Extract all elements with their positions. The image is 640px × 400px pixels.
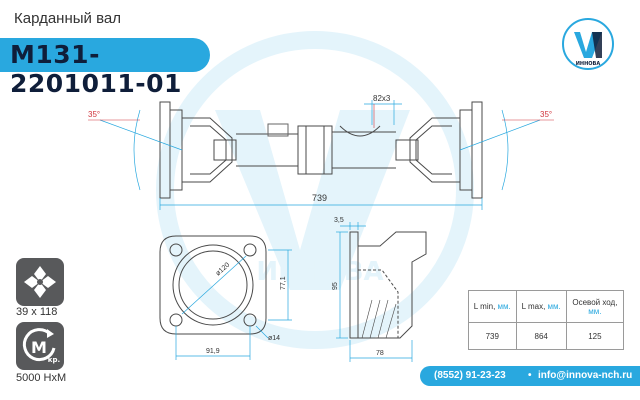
contact-separator: • bbox=[528, 370, 532, 381]
hole-spacing-label: 91,9 bbox=[206, 348, 220, 355]
flange-side-section bbox=[349, 231, 427, 339]
side-height-label: 95 bbox=[332, 282, 339, 290]
table-cell-lmin: 739 bbox=[468, 322, 517, 350]
product-name: Карданный вал bbox=[14, 10, 121, 27]
torque-icon-box: М кр. bbox=[16, 322, 64, 370]
angle-right-label: 35° bbox=[540, 110, 552, 119]
phone-number: (8552) 91-23-23 bbox=[434, 370, 506, 381]
side-width-label: 78 bbox=[376, 350, 384, 357]
spline-spec-label: 82x3 bbox=[373, 94, 391, 103]
length-spec-table: L min, мм. L max, мм. Осевой ход,мм. 739… bbox=[468, 290, 625, 350]
flange-diameter-label: ø120 bbox=[215, 262, 232, 278]
table-row: 739 864 125 bbox=[468, 322, 625, 350]
torque-icon: М кр. bbox=[22, 328, 60, 364]
flange-section-hatch bbox=[361, 299, 397, 339]
table-header-row: L min, мм. L max, мм. Осевой ход,мм. bbox=[468, 290, 625, 323]
table-cell-axial: 125 bbox=[565, 322, 625, 350]
logo-brand-text: ИННОВА bbox=[576, 61, 601, 67]
torque-icon-sub: кр. bbox=[48, 356, 60, 364]
flange-pattern-icon bbox=[24, 266, 56, 298]
watermark-brand-text: ИННОВА bbox=[256, 257, 383, 287]
watermark-logo: ИННОВА ® bbox=[156, 31, 474, 349]
flange-thickness-label: 3,5 bbox=[334, 217, 344, 224]
flange-pattern-label: 39 x 118 bbox=[16, 306, 58, 318]
overall-length-label: 739 bbox=[312, 193, 327, 203]
height-dimension-label: 77,1 bbox=[280, 276, 287, 290]
table-header-lmax: L max, мм. bbox=[515, 290, 567, 323]
side-dimensions bbox=[336, 222, 413, 362]
email-address: info@innova-nch.ru bbox=[538, 370, 633, 381]
shaft-dimensions bbox=[99, 100, 541, 210]
table-header-axial: Осевой ход,мм. bbox=[565, 290, 625, 323]
angle-left-label: 35° bbox=[88, 110, 100, 119]
hole-diameter-label: ø14 bbox=[268, 335, 280, 342]
part-number-banner: М131-2201011-01 bbox=[0, 38, 210, 98]
torque-label: 5000 НхМ bbox=[16, 372, 67, 384]
torque-icon-letter: М bbox=[31, 338, 47, 357]
watermark-registered-mark: ® bbox=[428, 91, 448, 115]
part-number: М131-2201011-01 bbox=[10, 40, 182, 98]
flange-dimensions bbox=[175, 249, 292, 360]
contact-bar: (8552) 91-23-23 • info@innova-nch.ru bbox=[420, 366, 640, 386]
flange-pattern-icon-box bbox=[16, 258, 64, 306]
innova-logo-icon: ИННОВА bbox=[562, 18, 614, 70]
table-cell-lmax: 864 bbox=[515, 322, 567, 350]
table-header-lmin: L min, мм. bbox=[468, 290, 517, 323]
